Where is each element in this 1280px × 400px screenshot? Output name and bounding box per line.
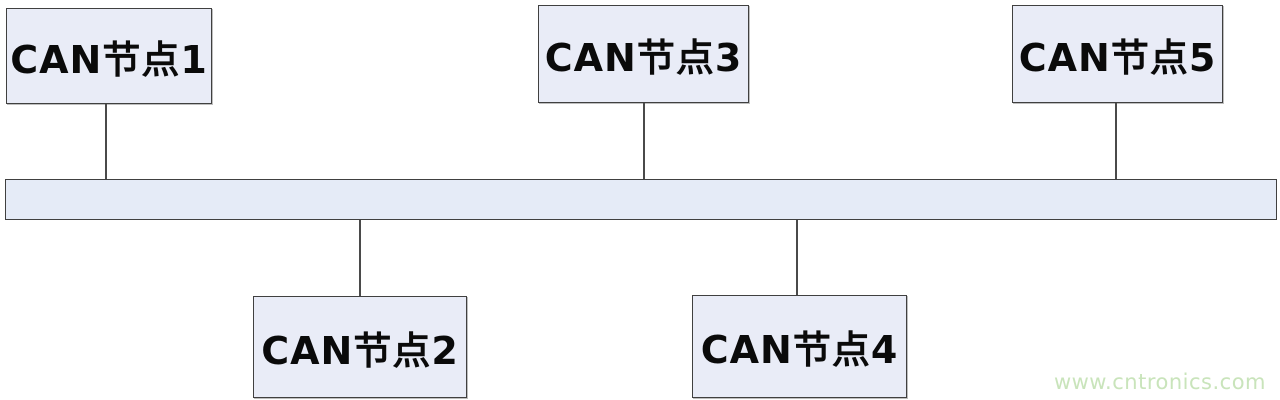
can-node-2-box: CAN节点2 (253, 296, 467, 398)
can-node-4-box: CAN节点4 (692, 295, 907, 398)
can-node-5-label: CAN节点5 (1018, 35, 1217, 80)
connector-node1-to-bus (105, 104, 107, 179)
connector-bus-to-node2 (359, 220, 361, 296)
can-node-4-label: CAN节点4 (700, 328, 899, 372)
connector-bus-to-node4 (796, 220, 798, 295)
can-node-5-box: CAN节点5 (1012, 5, 1223, 103)
can-node-3-box: CAN节点3 (538, 5, 749, 103)
can-node-3-label: CAN节点3 (544, 35, 743, 80)
watermark-text: www.cntronics.com (1053, 370, 1266, 394)
can-node-1-label: CAN节点1 (10, 37, 208, 82)
can-node-1-box: CAN节点1 (6, 8, 212, 104)
can-bus-bar (5, 179, 1277, 220)
connector-node5-to-bus (1115, 103, 1117, 179)
connector-node3-to-bus (643, 103, 645, 179)
can-node-2-label: CAN节点2 (261, 328, 459, 373)
